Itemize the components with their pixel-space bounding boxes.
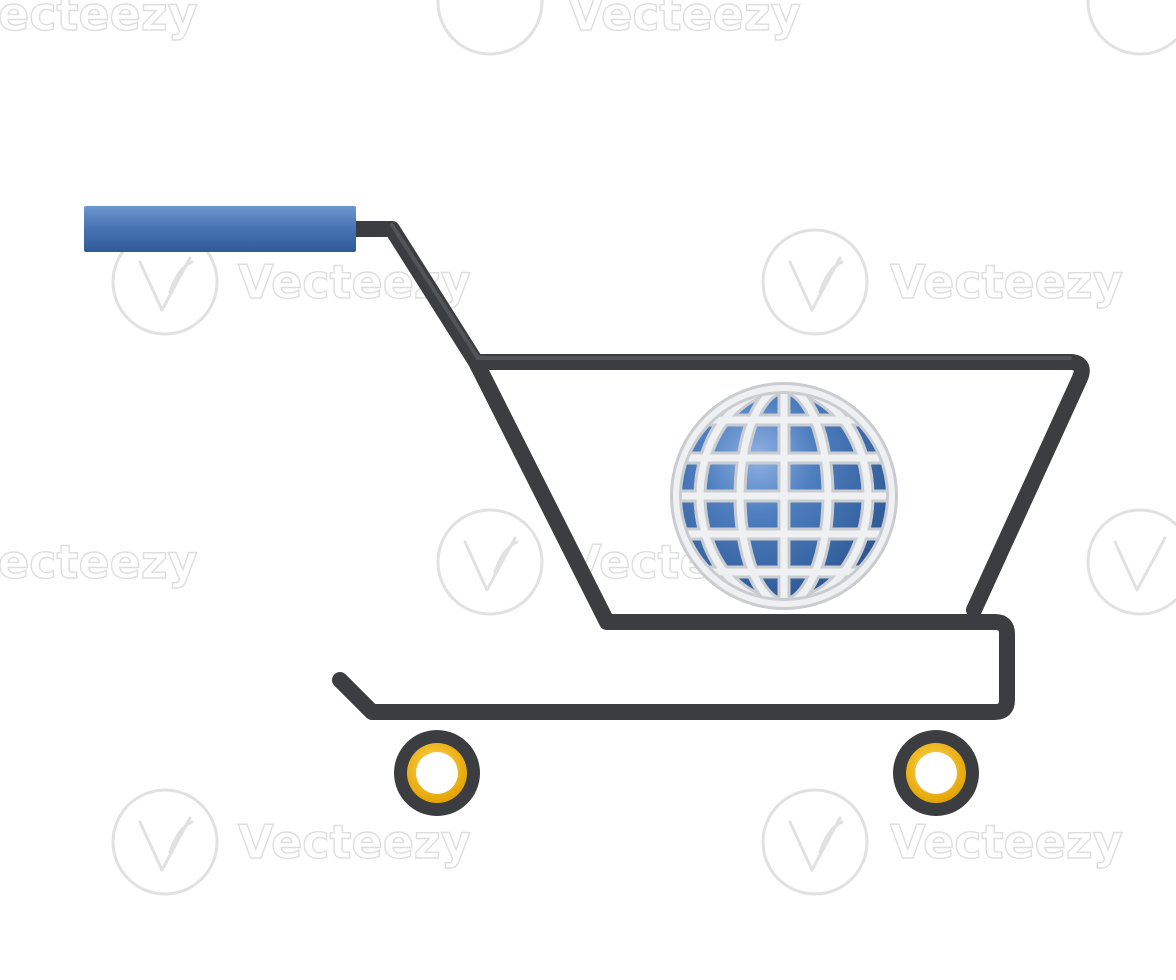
watermark-text: ecteezy bbox=[0, 0, 198, 41]
watermark-text: Vecteezy bbox=[890, 255, 1123, 309]
watermark-text: Vecteezy bbox=[890, 815, 1123, 869]
wheel-center bbox=[915, 752, 957, 794]
watermark-v-icon bbox=[788, 256, 844, 312]
watermark-lower-right: Vecteezy bbox=[761, 788, 1123, 896]
globe-grid bbox=[676, 388, 892, 604]
cart-basket-rim bbox=[468, 354, 1090, 618]
watermark-top-center: Vecteezy bbox=[436, 0, 801, 56]
watermark-v-icon bbox=[138, 816, 194, 872]
watermark-logo-icon bbox=[761, 228, 869, 336]
watermark-v-icon bbox=[1113, 536, 1167, 592]
wheel-center bbox=[416, 752, 458, 794]
watermark-v-icon bbox=[138, 256, 194, 312]
watermark-top-right bbox=[1086, 0, 1176, 56]
watermark-logo-icon bbox=[436, 508, 544, 616]
watermark-v-icon bbox=[788, 816, 844, 872]
watermark-logo-icon bbox=[111, 788, 219, 896]
cart-frame bbox=[332, 221, 1015, 720]
watermark-logo-icon bbox=[761, 788, 869, 896]
watermark-lower-left: Vecteezy bbox=[111, 788, 471, 896]
watermark-text: Vecteezy bbox=[568, 0, 801, 41]
cart-wheel-right bbox=[893, 730, 979, 816]
watermark-middle-right bbox=[1086, 508, 1176, 616]
globe-icon bbox=[670, 382, 898, 610]
cart-handle-grip bbox=[84, 206, 356, 252]
watermark-layer: ecteezy Vecteezy Vecteezy Vecteezy ectee… bbox=[0, 0, 1176, 896]
watermark-logo-icon bbox=[1086, 0, 1176, 56]
cart-frame-highlight bbox=[390, 223, 1072, 360]
watermark-middle-left: ecteezy bbox=[0, 534, 198, 589]
globe-outer-ring-highlight bbox=[673, 385, 895, 607]
shopping-cart-icon bbox=[84, 206, 1090, 816]
watermark-text: ecteezy bbox=[0, 535, 198, 589]
watermark-text: Vecteezy bbox=[238, 815, 471, 869]
watermark-top-left: ecteezy bbox=[0, 0, 198, 42]
cart-wheel-left bbox=[394, 730, 480, 816]
watermark-upper-right: Vecteezy bbox=[761, 228, 1123, 336]
watermark-logo-icon bbox=[436, 0, 544, 56]
watermark-logo-icon bbox=[1086, 508, 1176, 616]
watermark-v-icon bbox=[463, 536, 519, 592]
